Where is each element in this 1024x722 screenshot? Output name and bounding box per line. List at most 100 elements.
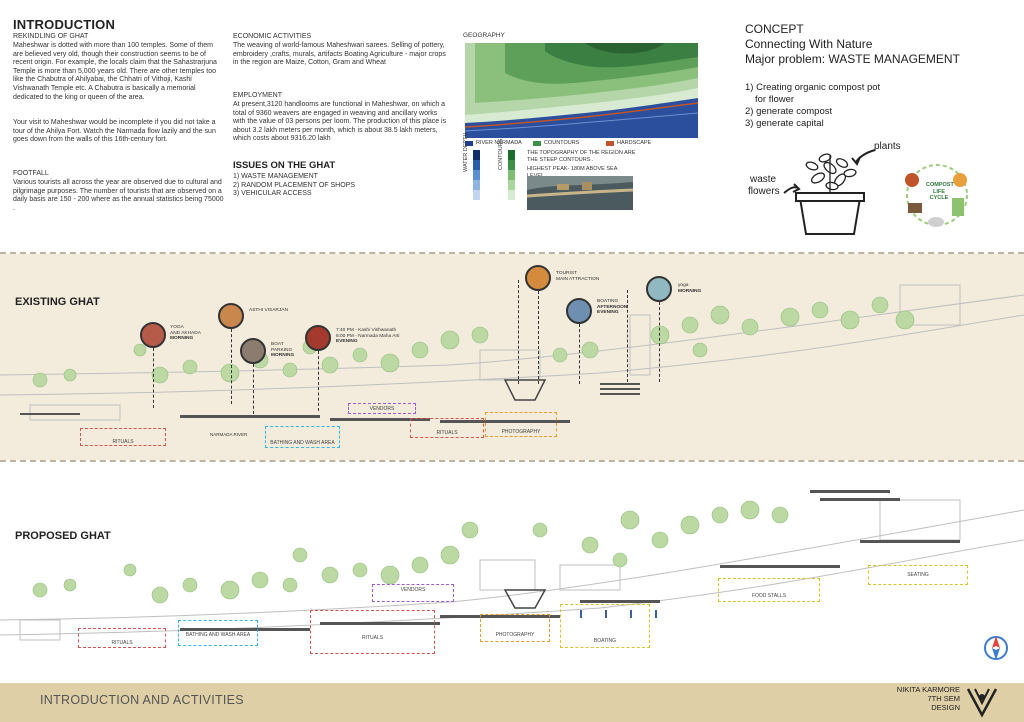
geography-title: GEOGRAPHY bbox=[463, 32, 505, 39]
callout-yoga-text: YOGA AND AKHADA MORNING bbox=[170, 325, 201, 342]
water-depth-label: WATER DEPTH bbox=[463, 132, 469, 172]
geo-note-2: HIGHEST PEAK- 180M ABOVE SEA LEVEL. bbox=[527, 166, 618, 179]
label-flowers: flowers bbox=[748, 186, 780, 197]
issue-item: 1) WASTE MANAGEMENT bbox=[233, 173, 318, 180]
callout-asthi-text: ASTHI VISARJAN bbox=[249, 308, 288, 314]
callout-boating-image bbox=[566, 298, 592, 324]
zone-photography: PHOTOGRAPHY bbox=[485, 412, 557, 437]
contour-map bbox=[465, 43, 698, 138]
label-waste: waste bbox=[750, 174, 777, 185]
zone-seating: SEATING bbox=[868, 565, 968, 585]
zone-label: VENDORS bbox=[400, 587, 426, 593]
concept-points: 1) Creating organic compost pot for flow… bbox=[745, 82, 880, 130]
concept-problem: Major problem: WASTE MANAGEMENT bbox=[745, 52, 960, 66]
callout-line bbox=[231, 329, 232, 404]
existing-ghat-title: EXISTING GHAT bbox=[15, 296, 100, 308]
rekindling-title: REKINDLING OF GHAT bbox=[13, 33, 89, 40]
callout-line1: yoga bbox=[678, 283, 689, 288]
zone-food-stalls: FOOD STALLS bbox=[718, 578, 820, 602]
zone-label: BATHING AND WASH AREA bbox=[185, 632, 251, 638]
zone-label: RITUALS bbox=[436, 430, 458, 436]
author-logo-icon bbox=[966, 688, 998, 718]
existing-ghat-band bbox=[0, 254, 1024, 460]
callout-line bbox=[659, 302, 660, 382]
proposed-ghat-title: PROPOSED GHAT bbox=[15, 530, 111, 542]
concept-point: for flower bbox=[755, 94, 795, 105]
narmada-river-label: NARMADA RIVER bbox=[210, 432, 248, 437]
callout-line2: MAIN ATTRACTION bbox=[556, 276, 600, 282]
label-waste-flowers: waste flowers bbox=[748, 174, 780, 198]
callout-tourist-image bbox=[525, 265, 551, 291]
callout-yoga2-text: yoga MORNING bbox=[678, 283, 701, 294]
callout-line1: BOAT bbox=[271, 342, 284, 347]
callout-line bbox=[518, 280, 519, 384]
footfall-text: Various tourists all across the year are… bbox=[13, 179, 224, 212]
concept-block: CONCEPT Connecting With Nature Major pro… bbox=[745, 22, 960, 67]
ghat-photo bbox=[527, 176, 633, 210]
zone-bathing: BATHING AND WASH AREA bbox=[265, 426, 340, 448]
zone-rituals-2: RITUALS bbox=[310, 610, 435, 654]
zone-label: VENDORS bbox=[369, 406, 395, 412]
geo-note-1: THE TOPOGRAPHY OF THE REGION ARE THE STE… bbox=[527, 150, 636, 163]
zone-boating: BOATING bbox=[560, 604, 650, 648]
footfall-title: FOOTFALL bbox=[13, 170, 49, 177]
callout-time: MORNING bbox=[271, 353, 295, 359]
callout-line bbox=[538, 291, 539, 384]
concept-subtitle: Connecting With Nature bbox=[745, 37, 873, 51]
employment-title: EMPLOYMENT bbox=[233, 92, 283, 99]
concept-point: 3) generate capital bbox=[745, 118, 824, 129]
zone-label: RITUALS bbox=[111, 640, 133, 646]
callout-boat-parking-text: BOAT PARKING MORNING bbox=[271, 342, 294, 359]
callout-boating-text: BOATING AFTERNOON EVENING bbox=[597, 299, 627, 316]
visit-text: Your visit to Maheshwar would be incompl… bbox=[13, 119, 216, 144]
author-name: NIKITA KARMORE bbox=[896, 685, 960, 694]
callout-line2: 8:00 PM - Narmada Maha Arti bbox=[336, 333, 400, 339]
zone-label: SEATING bbox=[907, 572, 929, 578]
depth-scales bbox=[473, 150, 515, 200]
callout-time: AFTERNOON bbox=[597, 304, 628, 310]
callout-line1: BOATING bbox=[597, 299, 619, 304]
zone-rituals-2: RITUALS bbox=[410, 418, 484, 438]
callout-line bbox=[153, 348, 154, 408]
zone-rituals: RITUALS bbox=[80, 428, 166, 446]
issues-title: ISSUES ON THE GHAT bbox=[233, 160, 336, 171]
legend-river: RIVER NARMADA bbox=[476, 140, 522, 146]
callout-line2: AND AKHADA bbox=[170, 330, 201, 336]
callout-yoga2-image bbox=[646, 276, 672, 302]
callout-tourist-text: TOURIST MAIN ATTRACTION bbox=[556, 271, 599, 282]
callout-line1: 7:40 PM - Kashi Vishwanath bbox=[336, 328, 397, 333]
legend-river-swatch bbox=[465, 141, 473, 146]
author-block: NIKITA KARMORE 7TH SEM DESIGN bbox=[884, 685, 960, 712]
zone-label: BATHING AND WASH AREA bbox=[270, 440, 335, 446]
callout-line1: YOGA bbox=[170, 325, 184, 330]
zone-label: RITUALS bbox=[361, 635, 384, 641]
callout-line bbox=[318, 351, 319, 411]
band-bottom-border bbox=[0, 460, 1024, 462]
callout-time: MORNING bbox=[678, 288, 702, 294]
callout-line bbox=[253, 364, 254, 414]
rekindling-text: Maheshwar is dotted with more than 100 t… bbox=[13, 42, 217, 101]
zone-photography: PHOTOGRAPHY bbox=[480, 614, 550, 642]
callout-asthi-image bbox=[218, 303, 244, 329]
economic-text: The weaving of world-famous Maheshwari s… bbox=[233, 42, 446, 67]
north-compass-icon bbox=[984, 636, 1008, 660]
author-semester: 7TH SEM bbox=[927, 694, 960, 703]
band-top-border bbox=[0, 252, 1024, 254]
zone-vendors: VENDORS bbox=[372, 584, 454, 602]
callout-aarti-text: 7:40 PM - Kashi Vishwanath 8:00 PM - Nar… bbox=[336, 328, 399, 345]
callout-line1: TOURIST bbox=[556, 271, 577, 276]
legend-hardscape: HARDSCAPE bbox=[617, 140, 652, 146]
intro-title: INTRODUCTION bbox=[13, 17, 116, 32]
issue-item: 3) VEHICULAR ACCESS bbox=[233, 190, 312, 198]
callout-yoga-image bbox=[140, 322, 166, 348]
economic-title: ECONOMIC ACTIVITIES bbox=[233, 33, 312, 40]
zone-vendors: VENDORS bbox=[348, 403, 416, 414]
issues-list: 1) WASTE MANAGEMENT 2) RANDOM PLACEMENT … bbox=[233, 173, 355, 199]
zone-bathing: BATHING AND WASH AREA bbox=[178, 620, 258, 646]
concept-point: 2) generate compost bbox=[745, 106, 833, 117]
callout-time: EVENING bbox=[336, 339, 358, 345]
zone-rituals: RITUALS bbox=[78, 628, 166, 648]
label-plants: plants bbox=[874, 141, 901, 152]
zone-label: PHOTOGRAPHY bbox=[495, 632, 535, 638]
legend-contour-swatch bbox=[533, 141, 541, 146]
